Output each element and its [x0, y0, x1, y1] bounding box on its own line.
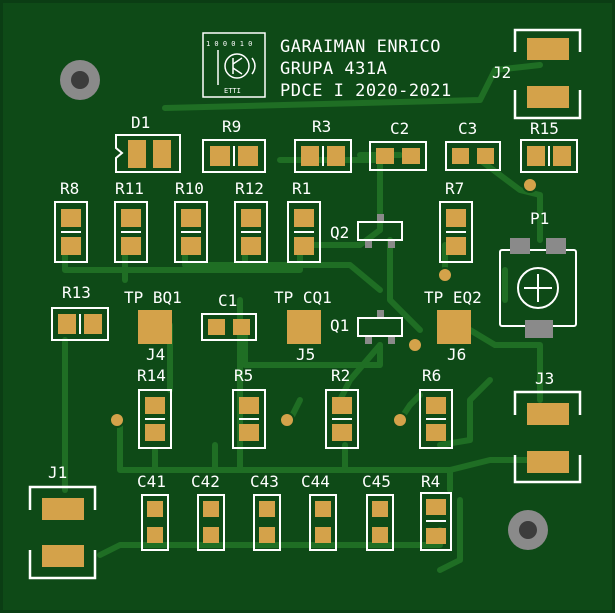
vias	[109, 177, 538, 428]
label-d1: D1	[131, 113, 150, 132]
title-line-2: GRUPA 431A	[280, 59, 387, 79]
component-r4: R4	[420, 472, 452, 551]
label-c3: C3	[458, 119, 477, 138]
etti-logo: 1 0 0 0 1 0 ETTI	[202, 32, 266, 98]
component-r9: R9	[202, 117, 266, 173]
label-r15: R15	[530, 119, 559, 138]
component-c45: C45	[362, 472, 394, 551]
via	[407, 337, 423, 353]
label-tp-eq2: TP EQ2	[424, 288, 482, 307]
component-r11: R11	[114, 179, 148, 263]
label-r5: R5	[234, 366, 253, 385]
transistor-q2: Q2	[330, 214, 403, 248]
label-r11: R11	[115, 179, 144, 198]
component-r3: R3	[294, 117, 352, 173]
component-c1: C1	[201, 291, 257, 341]
component-r7: R7	[439, 179, 473, 263]
label-c41: C41	[137, 472, 166, 491]
label-tp-cq1: TP CQ1	[274, 288, 332, 307]
via	[522, 177, 538, 193]
testpoint-j6: TP EQ2 J6	[424, 288, 482, 364]
label-q2: Q2	[330, 223, 349, 242]
component-r12: R12	[234, 179, 268, 263]
via	[392, 412, 408, 428]
component-c43: C43	[250, 472, 281, 551]
component-d1: D1	[115, 113, 181, 173]
connector-j1: J1	[28, 463, 97, 580]
via	[279, 412, 295, 428]
label-r10: R10	[175, 179, 204, 198]
component-c41: C41	[137, 472, 169, 551]
label-r2: R2	[331, 366, 350, 385]
label-c43: C43	[250, 472, 279, 491]
testpoint-pad	[437, 310, 471, 344]
label-r8: R8	[60, 179, 79, 198]
logo-caption: ETTI	[224, 87, 241, 95]
label-r12: R12	[235, 179, 264, 198]
transistor-q1: Q1	[330, 310, 403, 344]
connector-j3: J3	[513, 369, 582, 484]
component-r10: R10	[174, 179, 208, 263]
label-j3: J3	[535, 369, 554, 388]
label-r4: R4	[421, 472, 440, 491]
label-c2: C2	[390, 119, 409, 138]
label-j2: J2	[492, 63, 511, 82]
label-r7: R7	[445, 179, 464, 198]
label-c42: C42	[191, 472, 220, 491]
component-c2: C2	[369, 119, 427, 171]
label-r9: R9	[222, 117, 241, 136]
label-c1: C1	[218, 291, 237, 310]
label-r3: R3	[312, 117, 331, 136]
logo-bits: 1 0 0 0 1 0	[206, 40, 252, 48]
label-r6: R6	[422, 366, 441, 385]
label-r14: R14	[137, 366, 166, 385]
transistor-logo-icon	[224, 53, 250, 79]
label-p1: P1	[530, 209, 549, 228]
label-j5: J5	[296, 345, 315, 364]
trimmer-knob-icon	[517, 267, 559, 309]
testpoint-pad	[138, 310, 172, 344]
label-j4: J4	[146, 345, 165, 364]
component-c3: C3	[445, 119, 501, 171]
title-line-3: PDCE I 2020-2021	[280, 81, 452, 101]
title-line-1: GARAIMAN ENRICO	[280, 37, 441, 57]
component-c42: C42	[191, 472, 225, 551]
mounting-holes	[60, 60, 548, 550]
label-r1: R1	[292, 179, 311, 198]
via	[437, 267, 453, 283]
connector-j2: J2	[492, 28, 582, 120]
component-r13: R13	[51, 283, 109, 341]
testpoint-pad	[287, 310, 321, 344]
pad	[128, 140, 146, 168]
label-c44: C44	[301, 472, 330, 491]
component-r15: R15	[520, 119, 578, 173]
component-r2: R2	[325, 366, 359, 449]
label-j1: J1	[48, 463, 67, 482]
testpoint-j5: TP CQ1 J5	[274, 288, 332, 364]
testpoint-j4: TP BQ1 J4	[124, 288, 182, 364]
pad	[153, 140, 171, 168]
component-r6: R6	[419, 366, 453, 449]
component-r14: R14	[137, 366, 172, 449]
label-c45: C45	[362, 472, 391, 491]
component-r5: R5	[232, 366, 266, 449]
component-r8: R8	[54, 179, 88, 263]
via	[109, 412, 125, 428]
label-r13: R13	[62, 283, 91, 302]
label-j6: J6	[447, 345, 466, 364]
component-c44: C44	[301, 472, 337, 551]
component-r1: R1	[287, 179, 321, 263]
label-q1: Q1	[330, 316, 349, 335]
potentiometer-p1: P1	[499, 209, 577, 338]
label-tp-bq1: TP BQ1	[124, 288, 182, 307]
